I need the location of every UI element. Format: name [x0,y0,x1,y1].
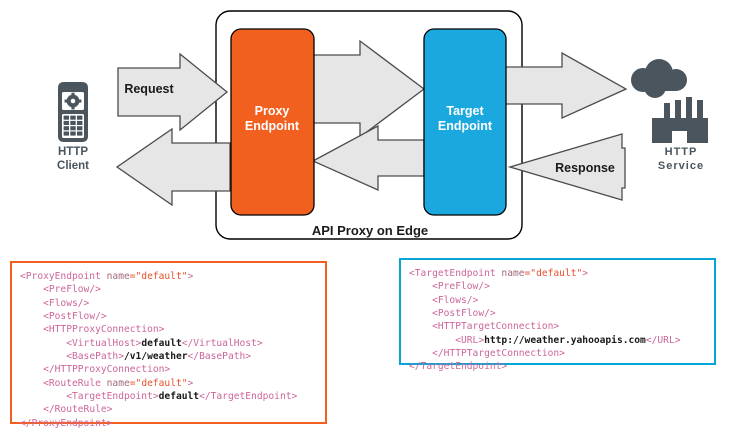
api-proxy-architecture-diagram: HTTP Client HTTP Service [57,10,708,240]
arrow-response-label: Response [555,161,615,175]
arrow-target-to-service [504,51,628,120]
target-endpoint-box[interactable] [423,28,507,216]
proxy-endpoint-xml-panel: <ProxyEndpoint name="default"> <PreFlow/… [10,261,327,429]
http-service-icon [631,59,708,143]
proxy-endpoint-box[interactable] [230,28,315,216]
arrow-target-to-proxy [311,124,425,192]
http-client-label-line2: Client [57,160,89,172]
arrow-request-label: Request [124,82,174,96]
proxy-endpoint-xml-code[interactable]: <ProxyEndpoint name="default"> <PreFlow/… [20,271,298,429]
arrow-response-proxy-to-client [115,127,231,207]
target-endpoint-label-line1: Target [446,104,484,118]
http-client-icon [58,82,88,142]
target-endpoint-xml-code[interactable]: <TargetEndpoint name="default"> <PreFlow… [409,268,681,373]
arrow-proxy-to-target [309,39,426,139]
proxy-endpoint-label-line2: Endpoint [245,119,300,133]
http-service-label-line1: HTTP [665,146,698,158]
arrow-request-client-to-proxy [117,52,229,132]
proxy-endpoint-label-line1: Proxy [255,104,290,118]
arrow-response-service-to-target [507,133,626,201]
target-endpoint-xml-panel: <TargetEndpoint name="default"> <PreFlow… [399,258,716,372]
http-service-label-line2: Service [658,160,704,172]
http-client-label-line1: HTTP [58,146,88,158]
api-proxy-container-title: API Proxy on Edge [312,223,428,238]
target-endpoint-label-line2: Endpoint [438,119,493,133]
api-proxy-container [215,10,523,240]
